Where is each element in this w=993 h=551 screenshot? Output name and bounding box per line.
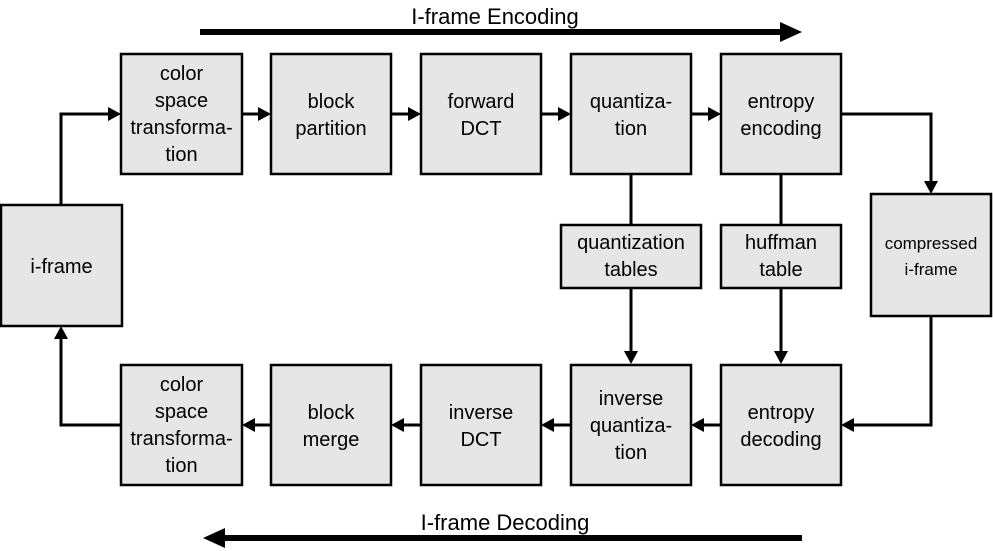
arrowhead <box>108 107 121 121</box>
box-label-line: i-frame <box>905 260 958 279</box>
arrowhead <box>408 107 421 121</box>
box-label-line: DCT <box>460 118 501 140</box>
block-partition-box: block partition <box>269 52 393 176</box>
box-label-line: block <box>308 91 356 113</box>
box-label-line: transforma- <box>130 428 232 450</box>
box-label-line: space <box>155 90 208 112</box>
box-label-line: compressed <box>885 234 978 253</box>
decoding-title: I-frame Decoding <box>421 510 590 535</box>
arrowhead <box>391 418 404 432</box>
box-label-line: table <box>759 259 802 281</box>
forward-dct-box: forward DCT <box>419 52 543 176</box>
box-label-line: DCT <box>460 429 501 451</box>
box-label-line: tion <box>165 455 197 477</box>
inverse-quantization-box: inverse quantiza- tion <box>569 363 693 487</box>
box-label-line: tion <box>615 442 647 464</box>
connectors <box>54 107 938 432</box>
box-label-line: space <box>155 401 208 423</box>
box-label-line: inverse <box>449 402 513 424</box>
encoding-direction-arrowhead <box>780 22 802 42</box>
entropy-decoding-box: entropy decoding <box>719 363 843 487</box>
iframe-box: i-frame <box>0 203 124 328</box>
box-label-line: tion <box>615 118 647 140</box>
arrowhead <box>258 107 271 121</box>
box-label-line: tion <box>165 144 197 166</box>
quantization-tables-box: quantization tables <box>559 223 703 290</box>
decoding-direction-arrowhead <box>203 528 225 548</box>
arrowhead <box>774 351 788 364</box>
compressed-iframe-box: compressed i-frame <box>869 192 993 318</box>
arrowhead <box>54 326 68 339</box>
arrowhead <box>242 418 255 432</box>
arrowhead <box>708 107 721 121</box>
box-label-line: forward <box>448 91 515 113</box>
box-label-line: inverse <box>599 388 663 410</box>
arrowhead <box>924 181 938 194</box>
box-label-line: tables <box>604 259 657 281</box>
arrow-iframe-to-csp <box>59 112 110 205</box>
box-label-line: transforma- <box>130 117 232 139</box>
arrow-csp-to-iframe <box>59 338 121 427</box>
inverse-dct-box: inverse DCT <box>419 363 543 487</box>
box-label-line: color <box>160 374 204 396</box>
box-label-line: merge <box>303 429 360 451</box>
box-label-line: huffman <box>745 232 817 254</box>
arrowhead <box>841 418 854 432</box>
decoder-color-space-box: color space transforma- tion <box>119 363 244 487</box>
entropy-encoding-box: entropy encoding <box>719 52 843 176</box>
box-label-line: partition <box>295 118 366 140</box>
box-label-line: entropy <box>748 402 815 424</box>
box-label-line: quantiza- <box>590 91 672 113</box>
box-label-line: quantization <box>577 232 685 254</box>
arrow-compressed-to-decoding <box>852 316 933 427</box>
encoder-color-space-box: color space transforma- tion <box>119 52 244 176</box>
arrowhead <box>558 107 571 121</box>
arrowhead <box>624 351 638 364</box>
box-label-line: quantiza- <box>590 415 672 437</box>
box-label-line: color <box>160 63 204 85</box>
box-label-line: block <box>308 402 356 424</box>
quantization-box: quantiza- tion <box>569 52 693 176</box>
arrowhead <box>541 418 554 432</box>
arrowhead <box>691 418 704 432</box>
arrow-entropy-to-compressed <box>841 112 933 182</box>
box-label-line: entropy <box>748 91 815 113</box>
encoding-title: I-frame Encoding <box>411 4 579 29</box>
huffman-table-box: huffman table <box>719 223 843 290</box>
box-label-line: encoding <box>740 118 821 140</box>
block-merge-box: block merge <box>269 363 393 487</box>
box-label-line: decoding <box>740 429 821 451</box>
box-label-line: i-frame <box>30 256 92 278</box>
